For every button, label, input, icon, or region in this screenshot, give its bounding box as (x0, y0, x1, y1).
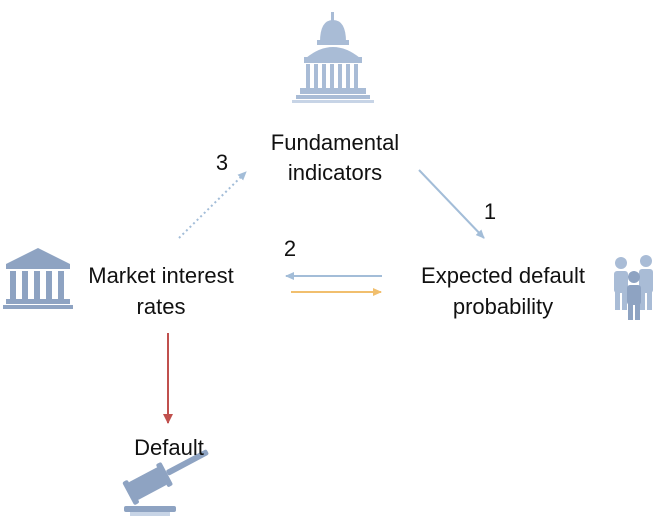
arrow-3-market-to-fundamental (178, 171, 247, 239)
market-label-line1: Market interest (88, 263, 234, 288)
expected-label-line2: probability (453, 294, 553, 319)
people-icon (614, 255, 653, 320)
edge-number-2: 2 (284, 236, 296, 261)
gavel-icon (122, 449, 209, 516)
edge-number-1: 1 (484, 199, 496, 224)
capitol-icon (292, 12, 374, 103)
edge-number-3: 3 (216, 150, 228, 175)
fundamental-label-line2: indicators (288, 160, 382, 185)
bank-icon (3, 248, 73, 309)
default-label: Default (134, 435, 204, 460)
arrow-1-fundamental-to-expected (418, 169, 485, 239)
expected-label-line1: Expected default (421, 263, 585, 288)
fundamental-label-line1: Fundamental (271, 130, 399, 155)
market-label-line2: rates (137, 294, 186, 319)
